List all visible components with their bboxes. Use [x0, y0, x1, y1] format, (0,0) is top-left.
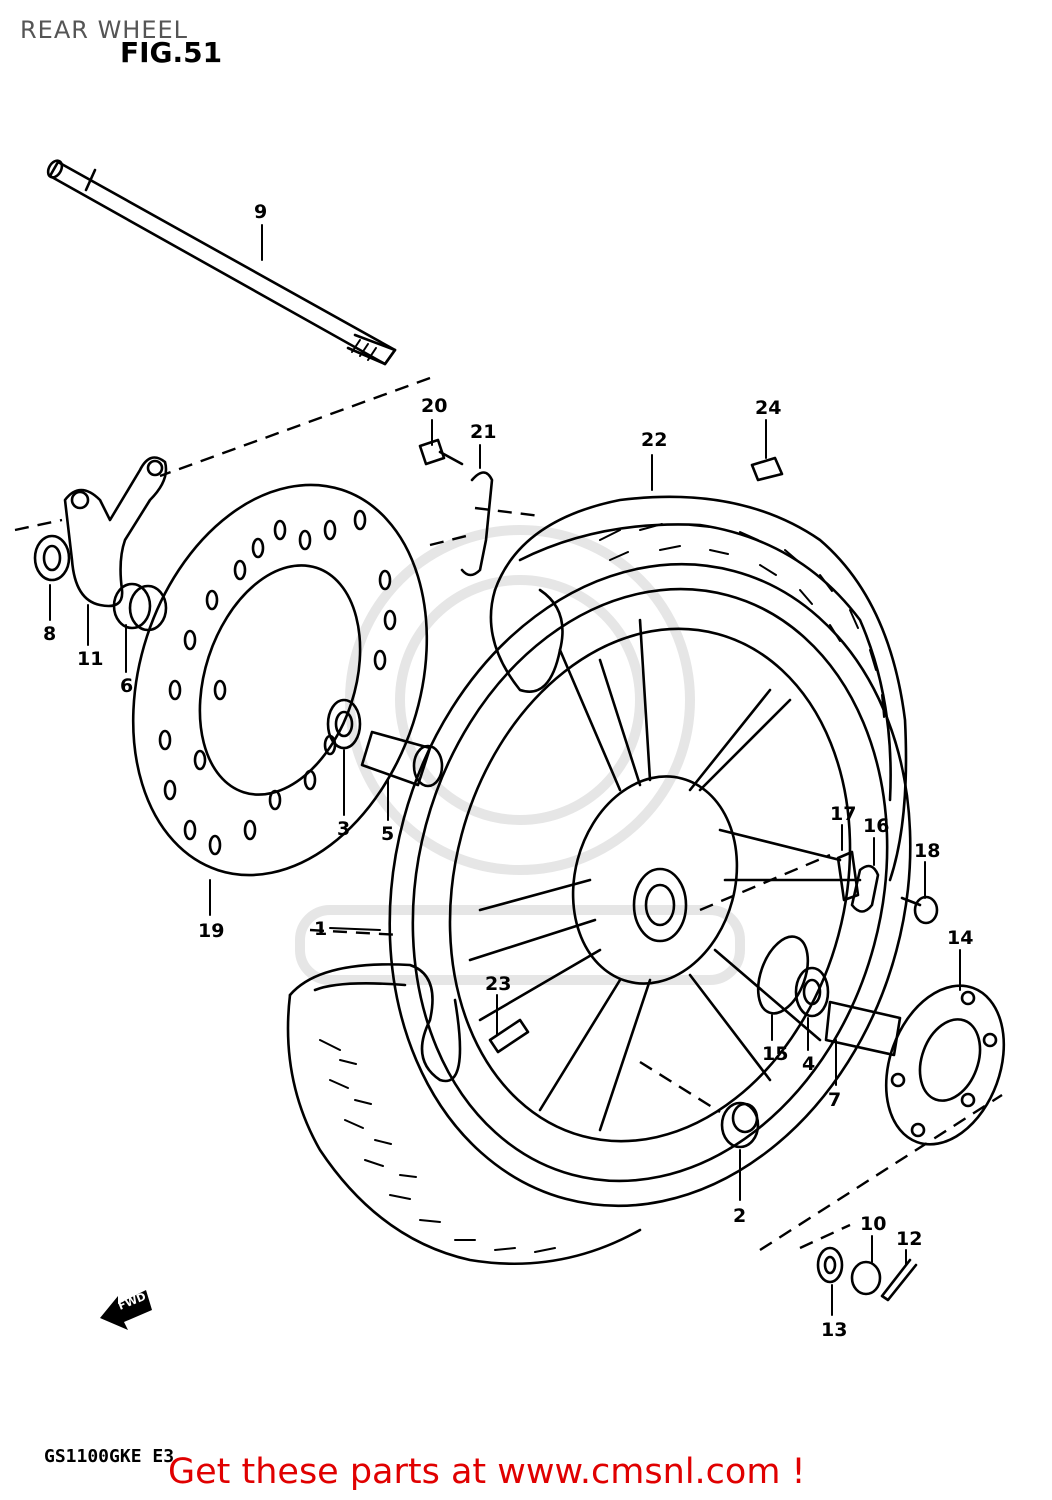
tire-cross-section[interactable] — [286, 963, 642, 1265]
callout-11: 11 — [77, 648, 103, 670]
cap-part-2[interactable] — [720, 1101, 760, 1149]
cotter-pin-part-12[interactable] — [880, 1258, 918, 1302]
bearing-part-3[interactable] — [326, 698, 362, 750]
valve-part-23[interactable] — [488, 1018, 530, 1054]
bolt-part-18[interactable] — [900, 895, 939, 925]
bolt-part-20[interactable] — [418, 438, 464, 466]
callout-22: 22 — [641, 429, 667, 451]
model-code: GS1100GKE E3 — [44, 1446, 175, 1467]
spacer-part-8[interactable] — [33, 534, 71, 582]
callout-14: 14 — [947, 927, 973, 949]
leader-lines — [49, 224, 961, 1316]
parts-link-banner[interactable]: Get these parts at www.cmsnl.com ! — [168, 1452, 806, 1492]
callout-13: 13 — [821, 1319, 847, 1341]
callout-24: 24 — [755, 397, 781, 419]
lock-plate-parts[interactable] — [836, 850, 880, 913]
callout-numbers: 9 8 11 6 3 5 19 20 21 22 24 1 23 2 15 4 … — [43, 201, 973, 1341]
callout-1: 1 — [314, 918, 327, 940]
spacer-tube-part-5[interactable] — [360, 730, 444, 788]
clamp-part-21[interactable] — [460, 471, 494, 577]
callout-6: 6 — [120, 675, 133, 697]
axle-part[interactable] — [45, 158, 397, 366]
bearing-part-4[interactable] — [794, 966, 830, 1018]
callout-20: 20 — [421, 395, 447, 417]
brake-disc-part[interactable] — [85, 447, 475, 914]
callout-10: 10 — [860, 1213, 886, 1235]
o-ring-part-15[interactable] — [749, 930, 818, 1020]
callout-21: 21 — [470, 421, 496, 443]
wheel-rim-part[interactable] — [320, 505, 981, 1265]
page-title: REAR WHEEL — [20, 16, 189, 44]
callout-19: 19 — [198, 920, 224, 942]
fwd-arrow-icon: FWD — [100, 1290, 152, 1330]
callout-12: 12 — [896, 1228, 922, 1250]
caliper-bracket-part[interactable] — [63, 456, 168, 608]
callout-3: 3 — [337, 818, 350, 840]
callout-23: 23 — [485, 973, 511, 995]
callout-17: 17 — [830, 803, 856, 825]
callout-15: 15 — [762, 1043, 788, 1065]
callout-16: 16 — [863, 815, 889, 837]
callout-18: 18 — [914, 840, 940, 862]
nut-part-10[interactable] — [850, 1260, 882, 1296]
callout-4: 4 — [802, 1053, 815, 1075]
callout-9: 9 — [254, 201, 267, 223]
tire-part[interactable] — [489, 495, 908, 882]
callout-2: 2 — [733, 1205, 746, 1227]
washer-part-13[interactable] — [816, 1246, 844, 1284]
valve-cap-part-24[interactable] — [750, 456, 784, 482]
assembly-lines — [14, 376, 1003, 1252]
callout-8: 8 — [43, 623, 56, 645]
watermark-graphic — [295, 525, 745, 985]
hub-carrier-part[interactable] — [824, 969, 1025, 1161]
callout-7: 7 — [828, 1089, 841, 1111]
callout-5: 5 — [381, 823, 394, 845]
figure-label: FIG.51 — [120, 36, 223, 69]
